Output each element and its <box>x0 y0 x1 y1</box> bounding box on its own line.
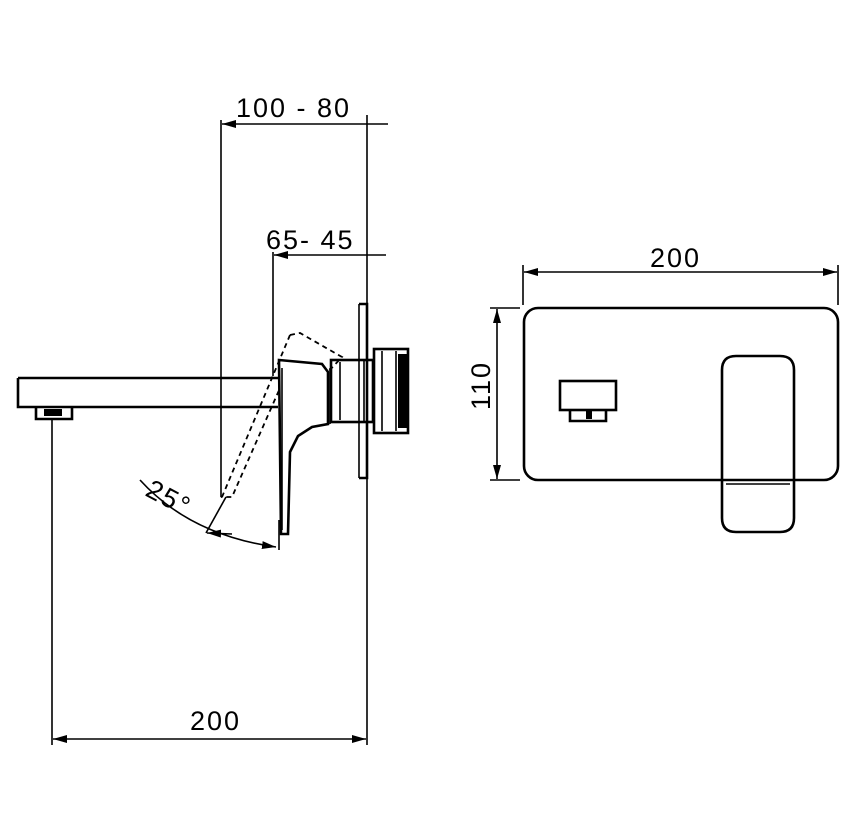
side-view: 100 - 80 65- 45 200 25° <box>16 93 410 745</box>
dimension-lever-angle-label: 25° <box>141 474 196 522</box>
dimension-spout-length: 200 <box>53 706 366 743</box>
wall-plate <box>522 306 840 482</box>
dimension-wall-projection: 100 - 80 <box>222 93 388 128</box>
wall-flange <box>358 302 369 480</box>
spout <box>16 376 278 421</box>
dimension-spout-length-label: 200 <box>190 706 241 736</box>
mixer-body <box>277 358 331 536</box>
dimension-wall-projection-label: 100 - 80 <box>236 93 351 123</box>
cartridge-connector <box>329 347 410 435</box>
dimension-plate-width-label: 200 <box>650 243 701 273</box>
lever-handle <box>720 354 796 534</box>
dimension-lever-angle: 25° <box>139 474 277 550</box>
dimension-plate-width: 200 <box>524 243 837 276</box>
dimension-mixer-depth: 65- 45 <box>266 225 386 259</box>
spout-outlet <box>558 379 618 423</box>
dimension-plate-height: 110 <box>466 309 501 479</box>
dimension-mixer-depth-label: 65- 45 <box>266 225 355 255</box>
lever-rotated-outline <box>220 332 344 498</box>
front-view: 200 110 <box>466 243 840 534</box>
dimension-plate-height-label: 110 <box>466 361 496 410</box>
